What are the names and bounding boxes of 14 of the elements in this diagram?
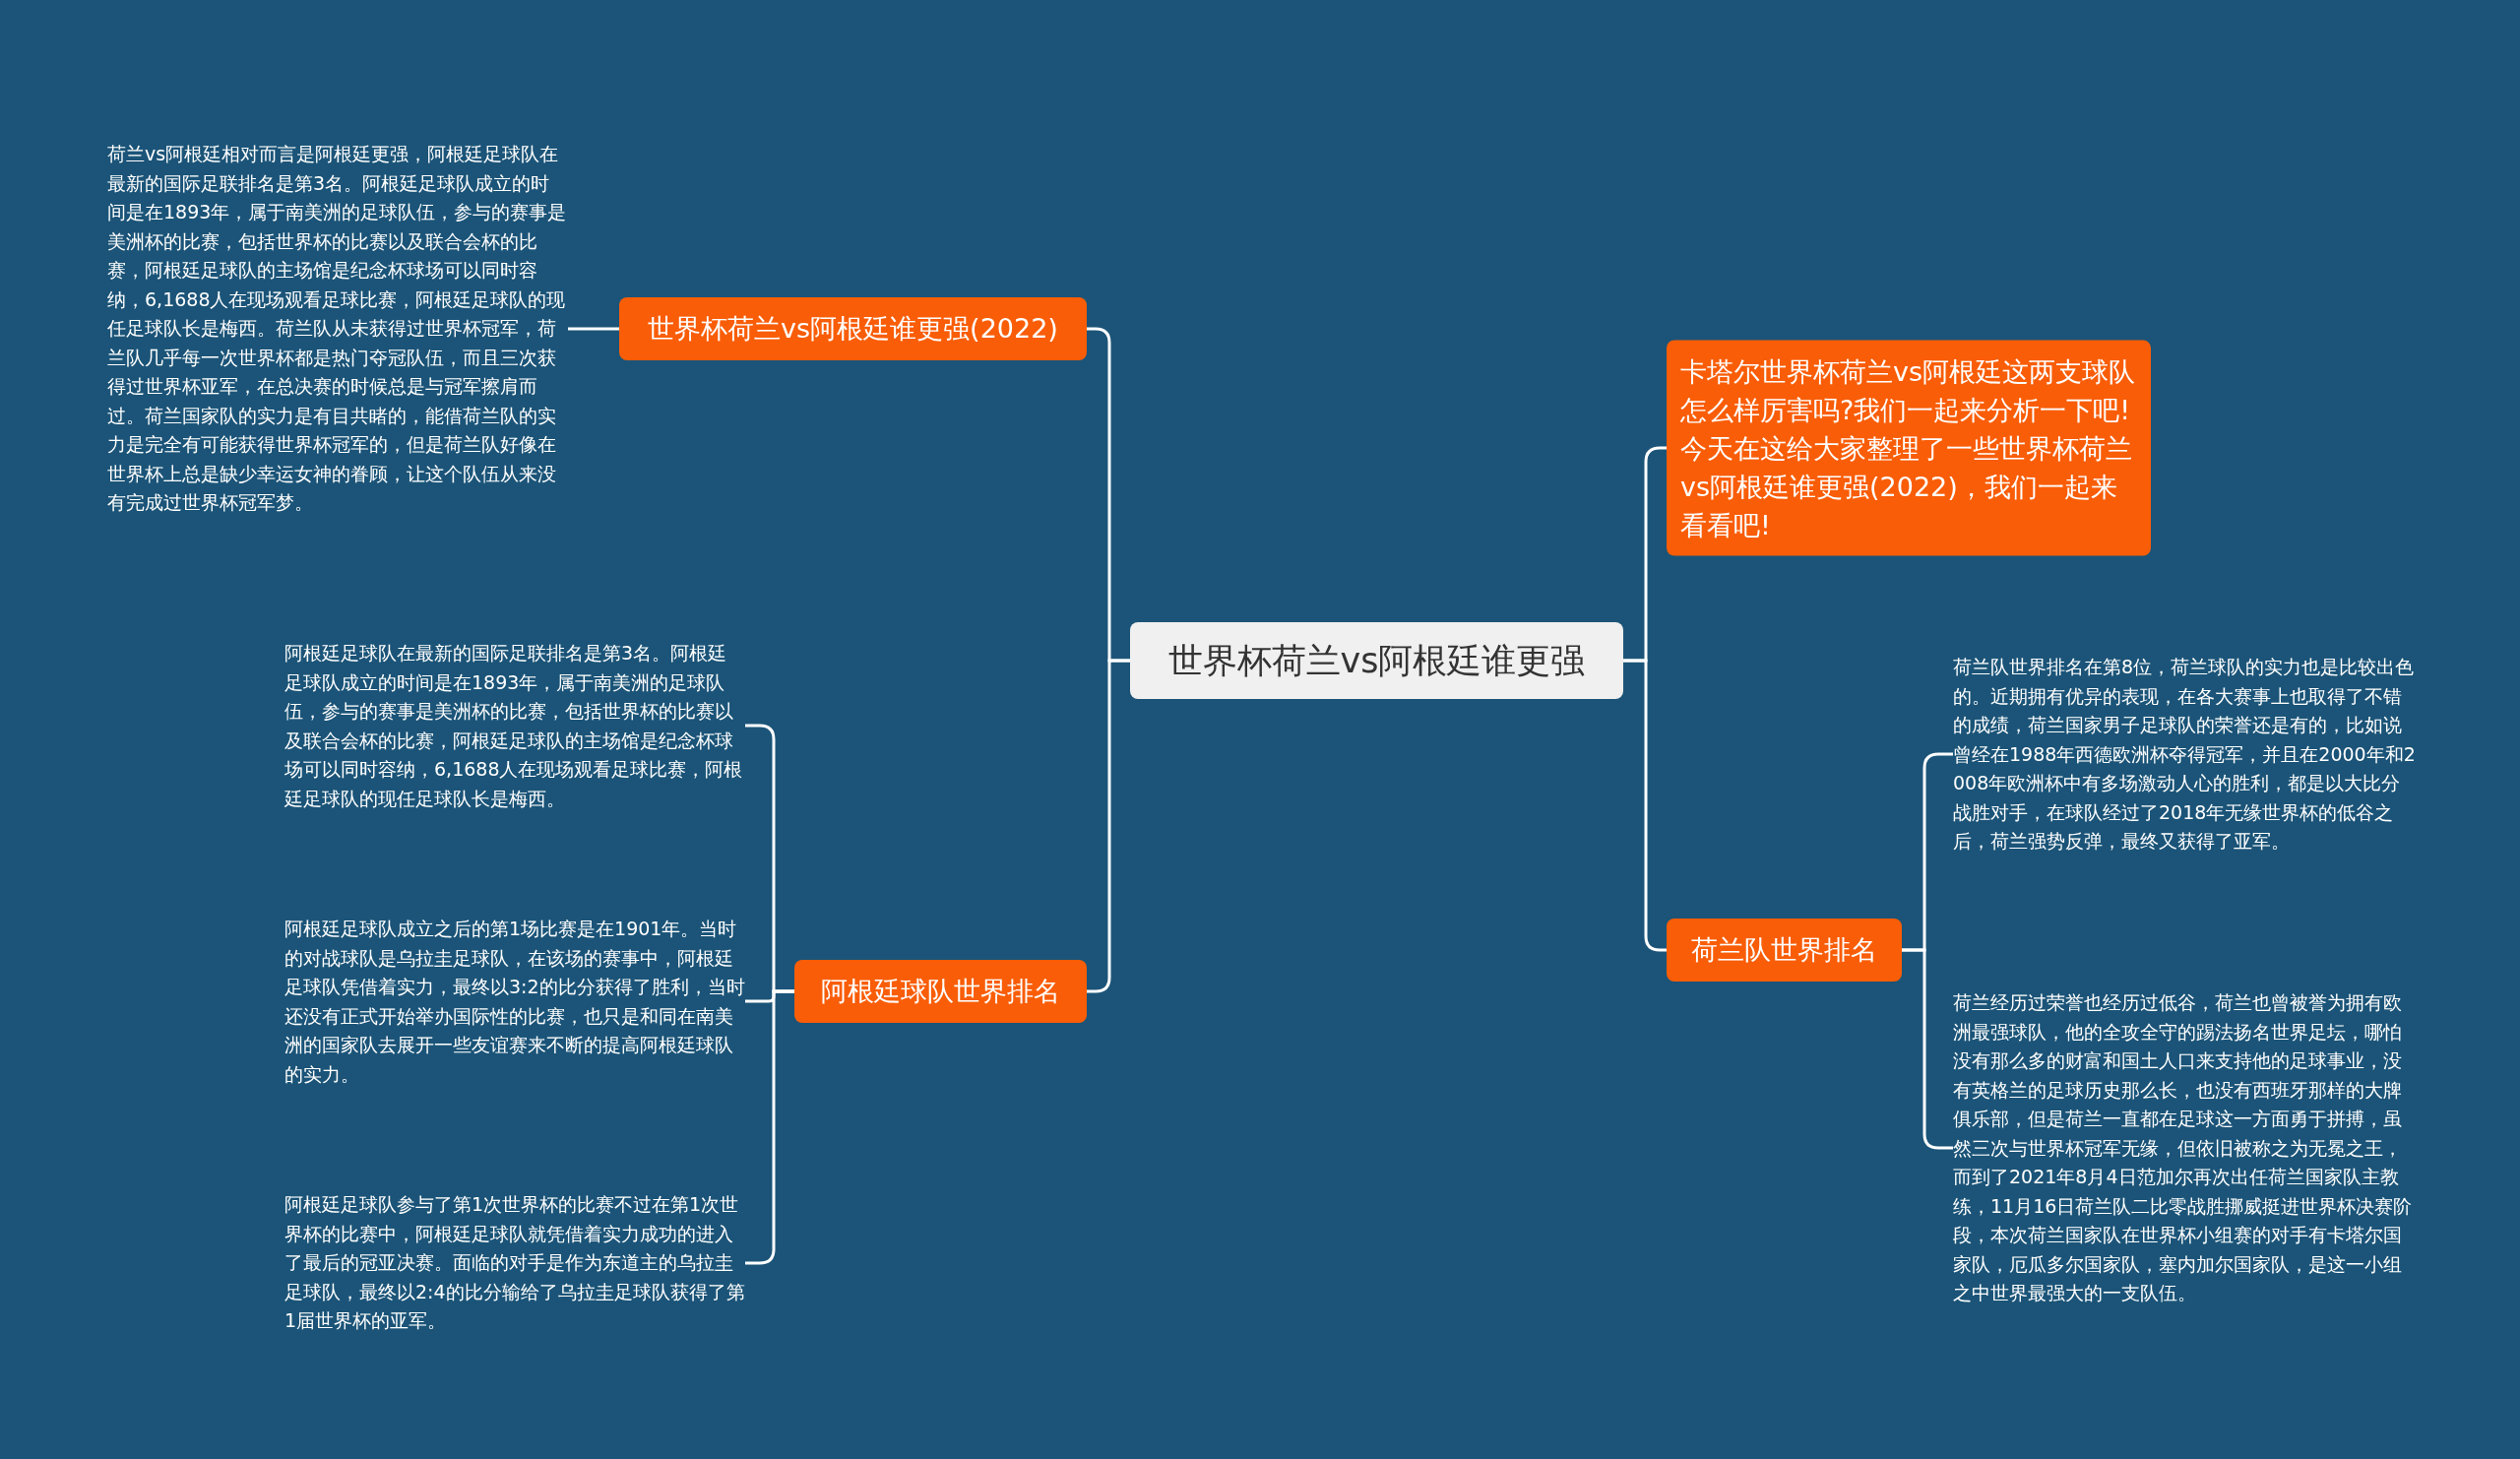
note-text: 荷兰队世界排名在第8位，荷兰球队的实力也是比较出色的。近期拥有优异的表现，在各大赛事上也取得了不错的成绩，荷兰国家男子足球队的荣誉还是有的，比如说曾经在1988年西德欧洲杯夺得冠军，并且在2000年和2008年欧洲杯中有多场激动人心的胜利，都是以大比分战胜对手，在球队经过了2018年无缘世界杯的低谷之后，荷兰强势反弹，最终又获得了亚军。 xyxy=(1953,652,2418,856)
connector-line xyxy=(1623,659,1667,952)
intro-box: 卡塔尔世界杯荷兰vs阿根廷这两支球队怎么样厉害吗?我们一起来分析一下吧!今天在这给大家整理了一些世界杯荷兰vs阿根廷谁更强(2022)，我们一起来看看吧! xyxy=(1667,340,2151,556)
note-text: 阿根廷足球队在最新的国际足联排名是第3名。阿根廷足球队成立的时间是在1893年，属于南美洲的足球队伍，参与的赛事是美洲杯的比赛，包括世界杯的比赛以及联合会杯的比赛，阿根廷足球队的主场馆是纪念杯球场可以同时容纳，6,1688人在现场观看足球比赛，阿根廷足球队的现任足球队长是梅西。 xyxy=(284,638,745,813)
topic-box: 阿根廷球队世界排名 xyxy=(794,960,1087,1023)
connector-line xyxy=(568,327,619,331)
central-topic-box: 世界杯荷兰vs阿根廷谁更强 xyxy=(1130,622,1623,699)
note-text: 阿根廷足球队成立之后的第1场比赛是在1901年。当时的对战球队是乌拉圭足球队，在该场的赛事中，阿根廷足球队凭借着实力，最终以3:2的比分获得了胜利，当时还没有正式开始举办国际性的比赛，也只是和同在南美洲的国家队去展开一些友谊赛来不断的提高阿根廷球队的实力。 xyxy=(284,914,745,1089)
connector-line xyxy=(1087,659,1130,993)
topic-box: 世界杯荷兰vs阿根廷谁更强(2022) xyxy=(619,297,1087,360)
note-text: 荷兰经历过荣誉也经历过低谷，荷兰也曾被誉为拥有欧洲最强球队，他的全攻全守的踢法扬名世界足坛，哪怕没有那么多的财富和国土人口来支持他的足球事业，没有英格兰的足球历史那么长，也没有西班牙那样的大牌俱乐部，但是荷兰一直都在足球这一方面勇于拼搏，虽然三次与世界杯冠军无缘，但依旧被称之为无冕之王，而到了2021年8月4日范加尔再次出任荷兰国家队主教练，11月16日荷兰队二比零战胜挪威挺进世界杯决赛阶段，本次荷兰国家队在世界杯小组赛的对手有卡塔尔国家队，厄瓜多尔国家队，塞内加尔国家队，是这一小组之中世界最强大的一支队伍。 xyxy=(1953,987,2418,1308)
note-text: 阿根廷足球队参与了第1次世界杯的比赛不过在第1次世界杯的比赛中，阿根廷足球队就凭借着实力成功的进入了最后的冠亚决赛。面临的对手是作为东道主的乌拉圭足球队，最终以2:4的比分输给了乌拉圭足球队获得了第1届世界杯的亚军。 xyxy=(284,1190,745,1336)
note-text: 荷兰vs阿根廷相对而言是阿根廷更强，阿根廷足球队在最新的国际足联排名是第3名。阿根廷足球队成立的时间是在1893年，属于南美洲的足球队伍，参与的赛事是美洲杯的比赛，包括世界杯的比赛以及联合会杯的比赛，阿根廷足球队的主场馆是纪念杯球场可以同时容纳，6,1688人在现场观看足球比赛，阿根廷足球队的现任足球队长是梅西。荷兰队从未获得过世界杯冠军，荷兰队几乎每一次世界杯都是热门夺冠队伍，而且三次获得过世界杯亚军，在总决赛的时候总是与冠军擦肩而过。荷兰国家队的实力是有目共睹的，能借荷兰队的实力是完全有可能获得世界杯冠军的，但是荷兰队好像在世界杯上总是缺少幸运女神的眷顾，让这个队伍从来没有完成过世界杯冠军梦。 xyxy=(107,140,568,518)
topic-box: 荷兰队世界排名 xyxy=(1667,919,1902,982)
